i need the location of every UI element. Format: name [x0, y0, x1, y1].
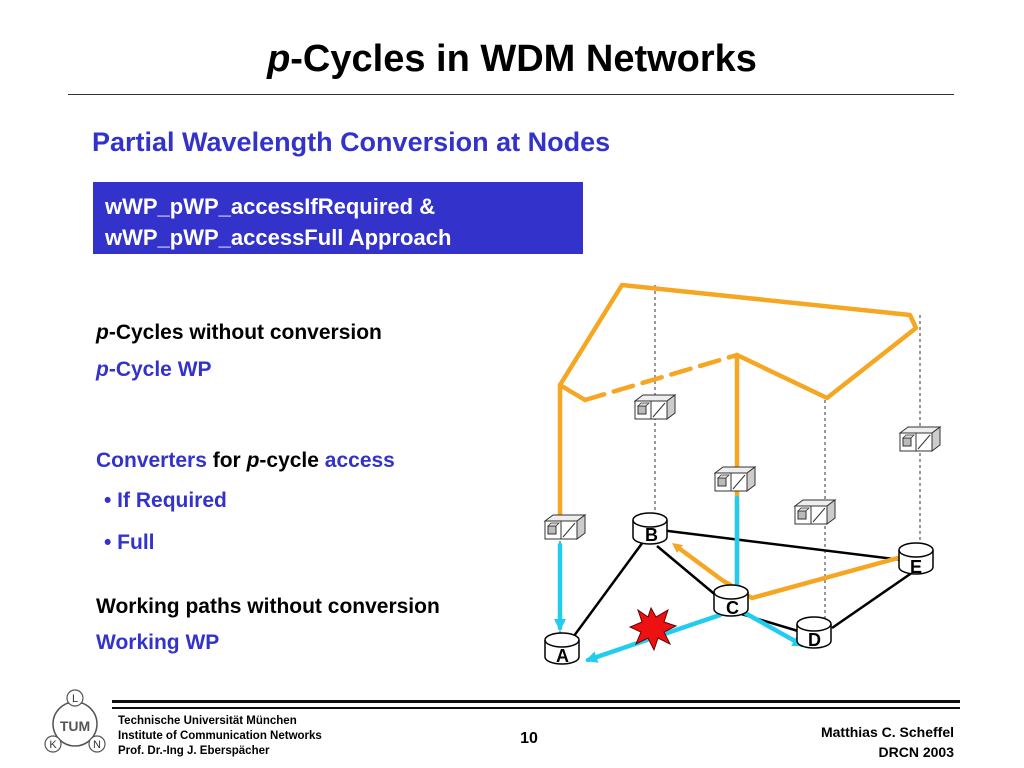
title-italic-p: p	[267, 38, 291, 80]
title-divider	[68, 94, 954, 95]
node-label-a: A	[556, 646, 569, 666]
working-wp-text: Working WP	[96, 631, 220, 654]
svg-text:K: K	[49, 739, 57, 751]
node-d: D	[796, 616, 832, 650]
converter-upper-b	[634, 394, 676, 420]
converters-text: Converters for p-cycle access	[96, 449, 395, 472]
bullet-full: • Full	[104, 531, 155, 554]
node-label-c: C	[726, 598, 739, 618]
author-name: Matthias C. Scheffel	[820, 724, 954, 740]
approach-line-1: wWP_pWP_accessIfRequired &	[105, 194, 436, 219]
university-name: Technische Universität München	[118, 715, 297, 727]
approach-line-2: wWP_pWP_accessFull Approach	[105, 225, 452, 250]
converter-upper-a	[544, 514, 586, 540]
svg-text:N: N	[93, 739, 101, 751]
footer-divider-thin	[112, 707, 960, 709]
conference-name: DRCN 2003	[878, 744, 954, 760]
svg-text:L: L	[72, 693, 78, 705]
converter-upper-c	[714, 466, 756, 492]
node-label-d: D	[808, 630, 821, 650]
pcycles-no-conversion-text: p-Cycles without conversion	[96, 321, 382, 344]
working-paths-text: Working paths without conversion	[96, 595, 440, 618]
slide-subtitle: Partial Wavelength Conversion at Nodes	[92, 127, 611, 157]
professor-name: Prof. Dr.-Ing J. Eberspächer	[118, 745, 270, 757]
node-a: A	[544, 632, 580, 666]
institution-info: Technische Universität München Institute…	[118, 714, 322, 759]
page-number: 10	[520, 730, 538, 747]
node-label-b: B	[645, 525, 658, 545]
converter-upper-e	[899, 426, 941, 452]
node-label-e: E	[910, 557, 922, 577]
node-b: B	[632, 512, 668, 545]
network-diagram: B E C D A	[544, 282, 941, 666]
pcycle-wp-text: p-Cycle WP	[96, 358, 212, 381]
svg-text:TUM: TUM	[60, 718, 90, 734]
converter-upper-d	[794, 499, 836, 525]
slide-title: p-Cycles in WDM Networks	[0, 38, 1024, 81]
title-text: -Cycles in WDM Networks	[290, 38, 757, 80]
bullet-if-required: • If Required	[104, 489, 227, 512]
node-e: E	[898, 542, 934, 577]
author-info: Matthias C. Scheffel DRCN 2003	[821, 722, 954, 762]
working-wp-path	[554, 495, 805, 663]
node-c: C	[713, 584, 749, 618]
physical-links	[569, 527, 917, 641]
link-failure-icon	[628, 606, 678, 652]
institute-name: Institute of Communication Networks	[118, 730, 322, 742]
approach-box: wWP_pWP_accessIfRequired & wWP_pWP_acces…	[93, 182, 583, 254]
footer-divider-thick	[112, 700, 960, 703]
lkn-logo-icon: L K N TUM	[44, 689, 106, 753]
